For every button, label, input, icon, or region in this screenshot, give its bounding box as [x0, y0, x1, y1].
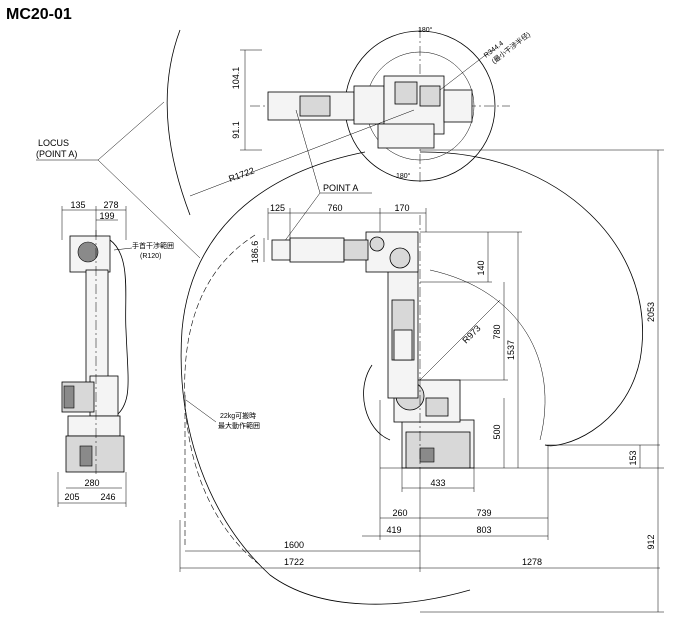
- r1722-leader: [189, 109, 415, 197]
- locus-outer-curve: [180, 151, 471, 605]
- point-a-leader-top: [295, 109, 321, 194]
- drawing-title: MC20-01: [6, 6, 72, 23]
- r344-leader: [439, 49, 493, 91]
- dim-500: 500: [492, 424, 502, 439]
- front-shoulder: [89, 375, 119, 417]
- side-lower-arm-cover: [393, 329, 413, 361]
- locus-label: LOCUS: [38, 138, 69, 148]
- side-forearm: [289, 237, 345, 263]
- r120-leader: [113, 247, 133, 251]
- dim-135: 135: [70, 200, 85, 210]
- front-cable: [109, 239, 129, 415]
- dim-419: 419: [386, 525, 401, 535]
- dim-125: 125: [270, 203, 285, 213]
- dim-912: 912: [646, 534, 656, 549]
- dim-280: 280: [84, 478, 99, 488]
- locus-right-curve: [419, 151, 643, 447]
- dim-1537: 1537: [506, 340, 516, 360]
- dim-140: 140: [476, 260, 486, 275]
- top-view-lower: [377, 123, 435, 149]
- side-wrist: [271, 239, 291, 261]
- dim-278: 278: [103, 200, 118, 210]
- dim-246: 246: [100, 492, 115, 502]
- payload-label-b: 最大動作範囲: [218, 421, 260, 430]
- locus-inner-curve: [429, 269, 546, 441]
- angle-label-bottom: 180°: [396, 172, 411, 180]
- dim-91: 91.1: [231, 121, 241, 139]
- side-turret-motor: [425, 397, 449, 417]
- locus-label-group: LOCUS (POINT A): [36, 101, 201, 259]
- dim-739: 739: [476, 508, 491, 518]
- payload-label-a: 22kg可搬時: [220, 411, 256, 420]
- dim-433: 433: [430, 478, 445, 488]
- top-view: 104.1 91.1 180° 180° R344.4 (最小干渉半径): [231, 26, 532, 185]
- dim-260: 260: [392, 508, 407, 518]
- r120-label-a: 手首干渉範囲: [132, 241, 174, 250]
- payload-leader: [185, 399, 217, 423]
- locus-arcs: [166, 29, 660, 605]
- front-view: 135 278 199 手首干渉範囲 (R120) 280 205 246: [57, 200, 174, 507]
- front-arm: [85, 269, 109, 389]
- top-view-motor-2: [394, 81, 418, 105]
- top-view-motor-3: [419, 85, 441, 107]
- dim-1600: 1600: [284, 540, 304, 550]
- point-a-label: POINT A: [323, 183, 358, 193]
- dim-760: 760: [327, 203, 342, 213]
- dim-803: 803: [476, 525, 491, 535]
- r973-label: R973: [460, 323, 482, 345]
- side-base-plate: [419, 447, 435, 463]
- top-view-motor: [299, 95, 331, 117]
- angle-label-top: 180°: [418, 26, 433, 34]
- payload-range: 22kg可搬時 最大動作範囲: [184, 234, 261, 566]
- front-motor-cap: [63, 385, 75, 409]
- top-view-rear: [443, 89, 473, 123]
- front-base-plate: [79, 445, 93, 467]
- dim-153: 153: [628, 450, 638, 465]
- side-elbow-joint: [369, 236, 385, 252]
- r1722-label: R1722: [227, 165, 255, 183]
- dim-2053: 2053: [646, 302, 656, 322]
- dim-186: 186.6: [250, 241, 260, 264]
- locus-leader-2: [97, 159, 201, 259]
- dim-170: 170: [394, 203, 409, 213]
- side-base-lower: [405, 431, 471, 469]
- locus-point-a-label: (POINT A): [36, 149, 77, 159]
- dim-199: 199: [99, 211, 114, 221]
- r120-label-b: (R120): [140, 253, 161, 260]
- dim-205: 205: [64, 492, 79, 502]
- front-base: [65, 435, 125, 473]
- front-wrist-flange: [77, 241, 99, 263]
- side-view: 125 760 170 186.6 140 780 1537 500 R973 …: [179, 149, 664, 613]
- dim-1278: 1278: [522, 557, 542, 567]
- dim-1722: 1722: [284, 557, 304, 567]
- locus-leader-1: [97, 101, 165, 161]
- dim-780: 780: [492, 324, 502, 339]
- locus-base-curve: [363, 364, 391, 441]
- payload-range-curve: [184, 234, 261, 566]
- side-elbow-cable: [389, 247, 411, 269]
- point-a-leader-side: [283, 192, 321, 243]
- r973-leader: [419, 299, 501, 381]
- dim-104: 104.1: [231, 67, 241, 90]
- locus-arc-left-top: [166, 29, 191, 216]
- front-turret: [67, 415, 121, 437]
- top-view-elbow: [353, 85, 385, 125]
- side-forearm-motor: [343, 239, 369, 261]
